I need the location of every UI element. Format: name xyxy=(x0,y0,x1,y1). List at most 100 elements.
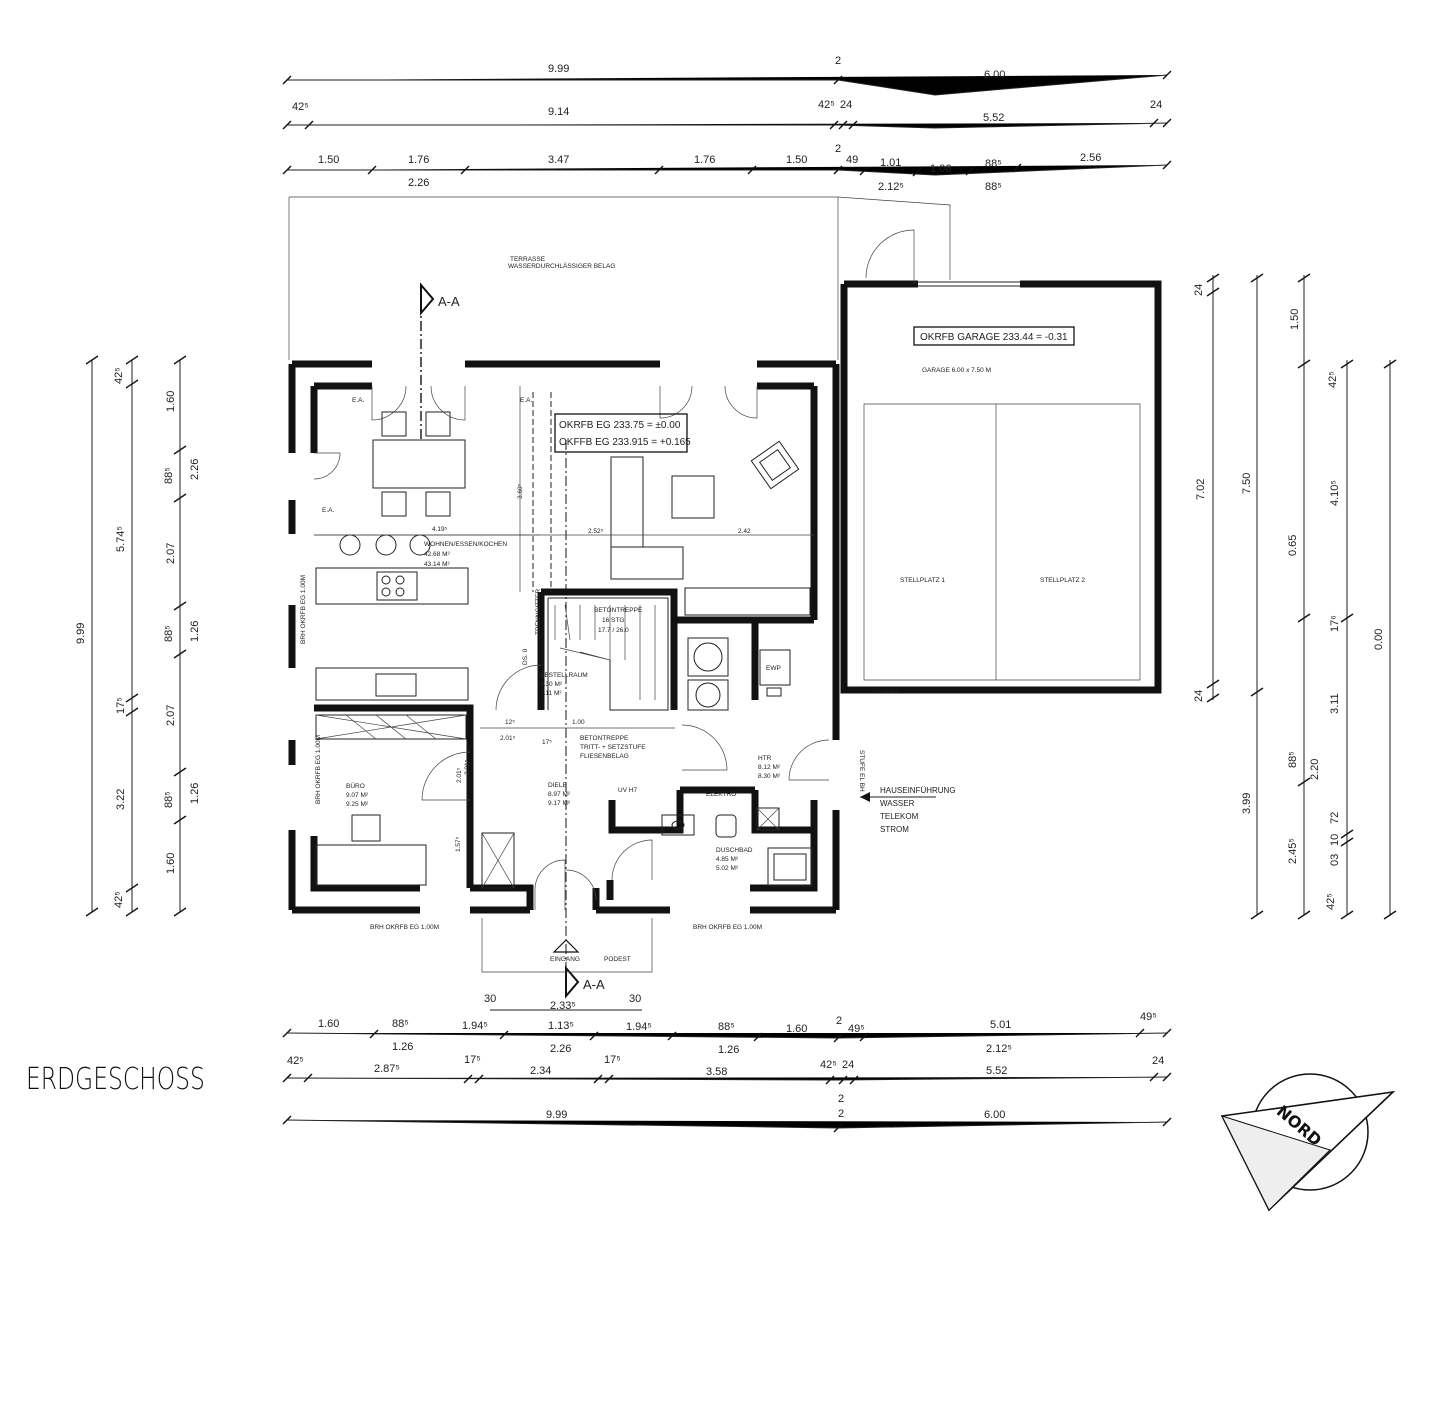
diele-name: DIELE xyxy=(548,782,567,789)
dim-bot-r1-i: 5.01 xyxy=(990,1019,1011,1031)
dim-top-r3-j: 2.56 xyxy=(1080,152,1101,164)
dim-top-r3-f: 49 xyxy=(846,154,858,166)
dim-top-r1-mid: 2 xyxy=(835,55,841,67)
dim-left-in-1: 88⁵ xyxy=(163,467,175,484)
dim-left-mid-4: 42⁵ xyxy=(113,891,125,908)
terrace: TERRASSE WASSERDURCHLÄSSIGER BELAG xyxy=(288,196,951,360)
dim-right-c1-2: 24 xyxy=(1193,690,1205,702)
living-dim-3: 2.42 xyxy=(738,528,751,535)
dim-top-r3-i: 88⁵ xyxy=(985,158,1002,170)
dim-bot-r2-d: 2.34 xyxy=(530,1065,551,1077)
dim-089b: 2.01⁵ xyxy=(456,767,463,783)
dim-bot-r2-a: 42⁵ xyxy=(287,1055,304,1067)
dim-top-r3-mid: 2 xyxy=(835,143,841,155)
dim-entr-a: 30 xyxy=(484,993,496,1005)
dim-bot-r1b-b: 2.26 xyxy=(550,1043,571,1055)
dim-top-r3-a: 1.50 xyxy=(318,154,339,166)
dim-left-mid-1: 5.74⁵ xyxy=(115,526,127,552)
dim-left-in-9: 1.60 xyxy=(165,853,177,874)
dim-top-r2-f: 24 xyxy=(1150,99,1162,111)
haus-1: HAUSEINFÜHRUNG xyxy=(880,786,956,795)
dim-right-c3-1: 42⁵ xyxy=(1327,371,1339,388)
section-marker-bottom: A-A xyxy=(565,440,605,999)
exterior-labels: STUFE EL BH HAUSEINFÜHRUNG WASSER TELEKO… xyxy=(300,575,956,973)
haus-4: STROM xyxy=(880,825,909,834)
dim-bot-r1-a: 1.60 xyxy=(318,1018,339,1030)
dim-left-outer: 9.99 xyxy=(75,623,87,644)
ea-label-1: E.A. xyxy=(352,397,364,404)
parking-2: STELLPLATZ 2 xyxy=(1040,577,1085,584)
haus-2: WASSER xyxy=(880,799,915,808)
dim-left-in-0: 1.60 xyxy=(165,391,177,412)
dim-bot-r1-c: 1.94⁵ xyxy=(462,1020,488,1032)
dim-bot-r1-mid: 2 xyxy=(836,1015,842,1027)
dim-top-r3-g: 1.01 xyxy=(880,157,901,169)
dim-bot-r1b-d: 2.12⁵ xyxy=(986,1043,1012,1055)
dim-top-r3b-a: 2.26 xyxy=(408,177,429,189)
dim-left-in-7: 88⁵ xyxy=(163,791,175,808)
dim-bot-r3-mid2: 2 xyxy=(838,1108,844,1120)
dim-tren: TRENNGITTER xyxy=(535,588,542,635)
podest-label: PODEST xyxy=(604,956,631,963)
left-dimensions: 9.99 42⁵ 5.74⁵ 17⁵ 3.22 42⁵ 1.60 88⁵ 2.2… xyxy=(75,355,201,917)
diele-area1: 8.97 M² xyxy=(548,791,571,798)
dim-ds0: DS. 0 xyxy=(522,648,529,665)
diele-area2: 9.17 M² xyxy=(548,800,571,807)
dim-left-in-3: 2.07 xyxy=(165,543,177,564)
dim-right-c3-8: 72 xyxy=(1329,812,1341,824)
dim-bot-r1-d: 1.13⁵ xyxy=(548,1020,574,1032)
ewp-label: EWP xyxy=(766,665,781,672)
dim-201a: 2.01⁵ xyxy=(500,735,516,742)
stair-ratio: 17.7 / 26.0 xyxy=(598,627,629,634)
abstell-area2: 1.11 M² xyxy=(540,690,562,697)
rooms: BÜRO 9.07 M² 9.25 M² 1.57⁵ 2.01⁵ 2.01⁵ D… xyxy=(315,637,830,910)
dim-left-in-2: 2.26 xyxy=(189,459,201,480)
dim-top-r2-e: 5.52 xyxy=(983,112,1004,124)
dim-right-c1-1: 7.02 xyxy=(1195,479,1207,500)
dim-089: 12⁵ xyxy=(505,719,515,726)
dim-top-r3b-b: 2.12⁵ xyxy=(878,181,904,193)
dim-201b: 2.01⁵ xyxy=(464,759,471,775)
dim-bot-r1-h: 49⁵ xyxy=(848,1023,865,1035)
dim-bot-r1-g: 1.60 xyxy=(786,1023,807,1035)
dim-top-r2-a: 42⁵ xyxy=(292,101,309,113)
dim-bot-r2-h: 24 xyxy=(842,1059,854,1071)
garage-level: OKRFB GARAGE 233.44 = -0.31 xyxy=(920,332,1068,343)
uv-label: UV H7 xyxy=(618,787,638,794)
dim-top-r3b-c: 88⁵ xyxy=(985,181,1002,193)
alu-rinne: ALU-RINNE xyxy=(872,689,900,695)
dim-right-c4: 0.00 xyxy=(1373,629,1385,650)
dim-entr-b: 2.33⁵ xyxy=(550,1000,576,1012)
haus-3: TELEKOM xyxy=(880,812,919,821)
dim-top-r3-c: 3.47 xyxy=(548,154,569,166)
brh-bottom-1: BRH OKRFB EG 1.00M xyxy=(370,924,439,931)
elektro-label: ELEKTRO xyxy=(706,791,736,798)
living-room-area2: 43.14 M² xyxy=(424,561,450,568)
betontreppe-1: BETONTREPPE xyxy=(580,735,629,742)
dim-left-mid-2: 17⁵ xyxy=(115,697,127,714)
level-2: OKFFB EG 233.915 = +0.165 xyxy=(559,437,691,448)
dim-top-r2-b: 9.14 xyxy=(548,106,569,118)
level-1: OKRFB EG 233.75 = ±0.00 xyxy=(559,420,681,431)
house-walls xyxy=(288,360,840,914)
ea-label-2: E.A. xyxy=(520,397,532,404)
betontreppe-3: FLIESENBELAG xyxy=(580,753,629,760)
dim-bot-r2-j: 24 xyxy=(1152,1055,1164,1067)
dim-top-r1-a: 9.99 xyxy=(548,63,569,75)
dim-right-c3-12: 42⁵ xyxy=(1325,893,1337,910)
dim-157: 1.57⁵ xyxy=(455,836,462,852)
top-dimensions: 9.99 2 6.00 42⁵ 9.14 42⁵ 24 5.52 24 1.50… xyxy=(282,55,1172,193)
parking-1: STELLPLATZ 1 xyxy=(900,577,945,584)
dim-top-r3-b: 1.76 xyxy=(408,154,429,166)
dim-right-c3-2: 0.65 xyxy=(1287,535,1299,556)
htr-name: HTR xyxy=(758,755,772,762)
dim-bot-r1b-a: 1.26 xyxy=(392,1041,413,1053)
terrace-label: TERRASSE xyxy=(510,256,546,263)
stair: BETONTREPPE 16 STG 17.7 / 26.0 ABSTELLRA… xyxy=(480,588,675,760)
dim-right-c3-9: 10 xyxy=(1329,834,1341,846)
dim-100: 1.00 xyxy=(572,719,585,726)
section-label-bottom: A-A xyxy=(583,977,605,992)
dim-entr-c: 30 xyxy=(629,993,641,1005)
eingang-label: EINGANG xyxy=(550,956,580,963)
living-dim-4: 3.60⁵ xyxy=(517,483,524,499)
